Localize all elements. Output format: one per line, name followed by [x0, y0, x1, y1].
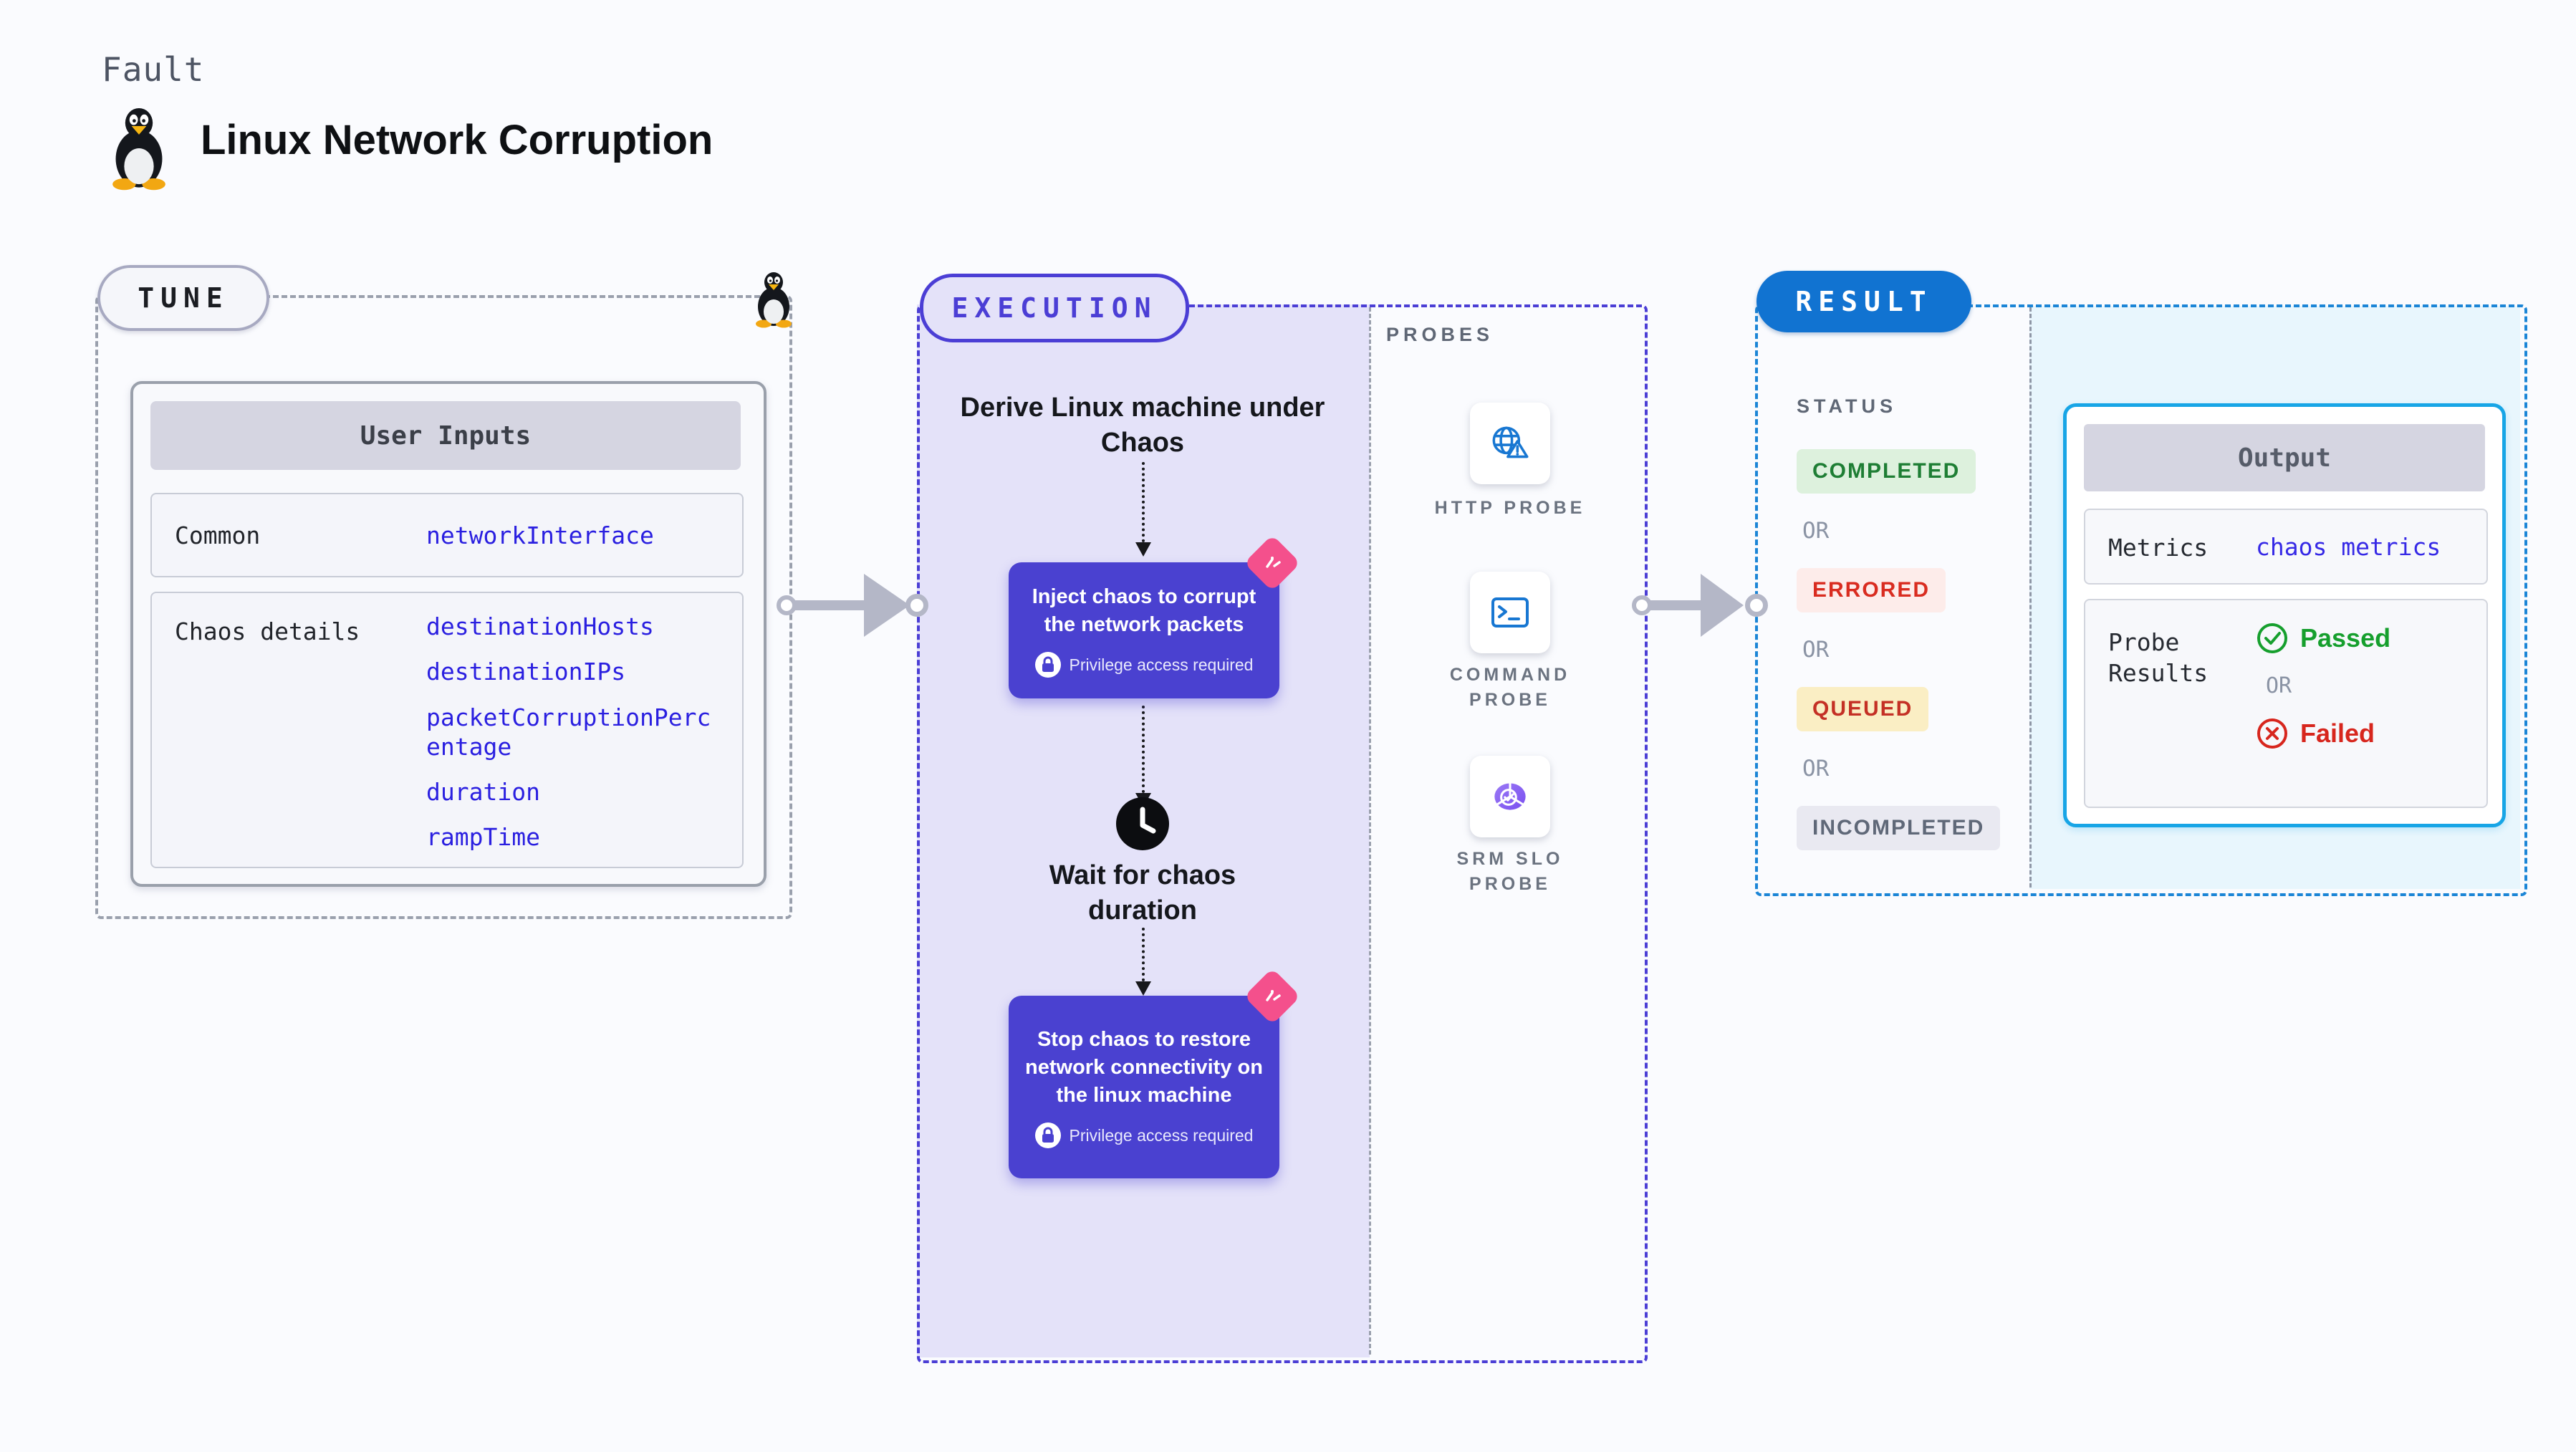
- chaos-fault-icon: [1244, 534, 1301, 592]
- http-probe-label: HTTP PROBE: [1434, 498, 1586, 518]
- output-card: Output Metrics chaos metrics Probe Resul…: [2063, 403, 2506, 827]
- tux-penguin-small-icon: [756, 272, 792, 328]
- tune-pill: TUNE: [97, 265, 269, 331]
- wait-step-text: Wait for chaos duration: [1049, 860, 1236, 926]
- input-value: duration: [426, 778, 540, 806]
- status-badge-queued: QUEUED: [1797, 687, 1929, 731]
- execution-probes-divider: [1369, 307, 1371, 1355]
- flow-arrow-line: [1142, 928, 1145, 981]
- tux-penguin-icon: [112, 107, 165, 191]
- metrics-label: Metrics: [2108, 534, 2209, 562]
- connector-execution-to-result: [1632, 572, 1769, 639]
- failed-label: Failed: [2300, 718, 2375, 748]
- passed-row: Passed: [2256, 622, 2390, 655]
- flow-arrowhead-icon: [1135, 542, 1151, 557]
- user-inputs-title: User Inputs: [150, 401, 741, 470]
- privilege-row: Privilege access required: [1034, 652, 1254, 678]
- result-pill: RESULT: [1756, 271, 1971, 332]
- connector-line: [1649, 600, 1705, 610]
- globe-alert-icon: [1492, 426, 1529, 458]
- x-circle-icon: [2257, 718, 2287, 749]
- input-value: destinationHosts: [426, 612, 654, 640]
- http-probe-card: [1470, 403, 1550, 484]
- privilege-row: Privilege access required: [1034, 1122, 1254, 1149]
- inject-chaos-node: Inject chaos to corrupt the network pack…: [1009, 562, 1279, 698]
- metrics-value: chaos metrics: [2256, 532, 2441, 561]
- flow-arrow-line: [1142, 706, 1145, 793]
- or-separator: OR: [1802, 756, 1830, 782]
- probe-results-label: Probe Results: [2108, 628, 2209, 687]
- chaos-fault-icon: [1244, 968, 1301, 1025]
- probe-results-values: Passed OR Failed: [2256, 622, 2390, 750]
- execution-pill: EXECUTION: [920, 274, 1189, 342]
- command-probe-label: COMMAND PROBE: [1449, 665, 1571, 710]
- flow-arrow-line: [1142, 462, 1145, 542]
- input-value: rampTime: [426, 823, 540, 852]
- input-value: networkInterface: [426, 521, 654, 549]
- connector-start-dot: [1632, 595, 1652, 615]
- input-value: packetCorruptionPercentage: [426, 703, 711, 761]
- row-label: Chaos details: [175, 617, 360, 645]
- srm-slo-probe-label: SRM SLO PROBE: [1456, 849, 1564, 894]
- or-separator: OR: [1802, 518, 1830, 544]
- connector-start-dot: [777, 595, 797, 615]
- lock-icon: [1034, 1122, 1061, 1149]
- check-circle-icon: [2257, 623, 2287, 653]
- fault-eyebrow: Fault: [102, 50, 205, 89]
- status-badge-completed: COMPLETED: [1797, 449, 1976, 494]
- terminal-icon: [1491, 597, 1529, 628]
- stop-chaos-node: Stop chaos to restore network connectivi…: [1009, 996, 1279, 1178]
- or-separator: OR: [2266, 673, 2292, 698]
- derive-step-text: Derive Linux machine under Chaos: [960, 393, 1325, 458]
- flow-arrowhead-icon: [1135, 981, 1151, 996]
- status-column: STATUS COMPLETED OR ERRORED OR QUEUED OR…: [1797, 395, 2019, 872]
- failed-row: Failed: [2256, 717, 2390, 750]
- privilege-note: Privilege access required: [1069, 1125, 1254, 1145]
- user-inputs-row-common: Common networkInterface: [150, 493, 744, 577]
- lock-icon: [1034, 652, 1061, 678]
- row-label: Common: [175, 521, 261, 549]
- connector-end-dot: [905, 594, 928, 617]
- command-probe-card: [1470, 572, 1550, 653]
- output-title: Output: [2084, 424, 2485, 491]
- input-value: destinationIPs: [426, 658, 626, 686]
- status-badge-incompleted: INCOMPLETED: [1797, 806, 2001, 850]
- page-title: Linux Network Corruption: [201, 117, 713, 163]
- passed-label: Passed: [2300, 623, 2391, 653]
- slo-pie-check-icon: [1494, 782, 1526, 810]
- metrics-row: Metrics chaos metrics: [2084, 509, 2488, 585]
- status-label: STATUS: [1797, 395, 1897, 417]
- privilege-note: Privilege access required: [1069, 655, 1254, 674]
- arrowhead-icon: [864, 574, 910, 637]
- stop-chaos-text: Stop chaos to restore network connectivi…: [1025, 1027, 1263, 1107]
- user-inputs-card: User Inputs Common networkInterface Chao…: [130, 381, 766, 887]
- connector-end-dot: [1745, 594, 1768, 617]
- srm-slo-probe-card: [1470, 756, 1550, 837]
- chaos-details-values: destinationHosts destinationIPs packetCo…: [426, 612, 715, 852]
- connector-tune-to-execution: [777, 572, 928, 639]
- probes-label: PROBES: [1386, 324, 1494, 345]
- connector-line: [794, 600, 865, 610]
- or-separator: OR: [1802, 637, 1830, 663]
- result-status-divider: [2029, 307, 2032, 888]
- inject-chaos-text: Inject chaos to corrupt the network pack…: [1032, 585, 1256, 636]
- probe-results-row: Probe Results Passed OR Failed: [2084, 599, 2488, 808]
- clock-icon: [1116, 797, 1169, 850]
- arrowhead-icon: [1701, 574, 1744, 637]
- execution-group-box: [917, 304, 1648, 1363]
- user-inputs-row-chaos-details: Chaos details destinationHosts destinati…: [150, 592, 744, 868]
- status-badge-errored: ERRORED: [1797, 568, 1946, 612]
